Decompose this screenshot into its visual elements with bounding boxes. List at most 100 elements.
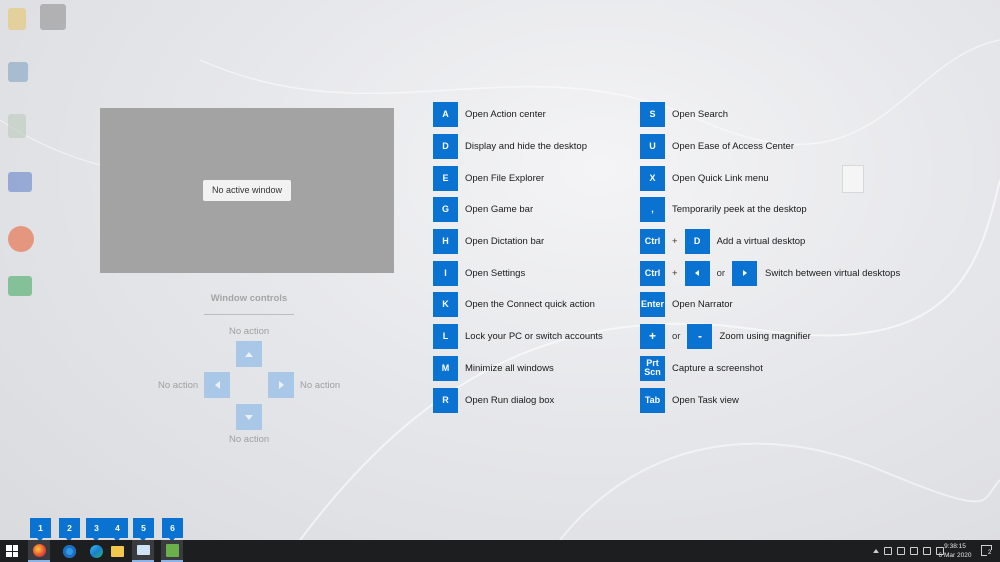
taskbar-badge-2: 2 bbox=[59, 518, 80, 542]
arrow-up-icon bbox=[245, 351, 253, 357]
taskbar-badge-3: 3 bbox=[86, 518, 107, 542]
shortcut-desc: Open the Connect quick action bbox=[465, 299, 595, 311]
arrow-left-icon bbox=[695, 270, 700, 277]
window-controls-divider bbox=[204, 314, 294, 315]
no-active-window-label: No active window bbox=[203, 180, 291, 201]
arrow-left-icon bbox=[214, 381, 220, 389]
shortcut-desc: Zoom using magnifier bbox=[719, 331, 811, 343]
display-icon[interactable] bbox=[922, 547, 931, 555]
right-arrow-key bbox=[732, 260, 758, 286]
shortcut-key: , bbox=[640, 197, 665, 223]
shortcut-desc: Open Quick Link menu bbox=[672, 172, 769, 184]
shortcut-desc: Capture a screenshot bbox=[672, 362, 763, 374]
taskbar-badge-6: 6 bbox=[162, 518, 183, 542]
desktop-file-icon bbox=[842, 165, 864, 193]
shortcut-desc: Open File Explorer bbox=[465, 172, 545, 184]
shortcut-desc: Open Settings bbox=[465, 267, 526, 279]
left-arrow-key bbox=[684, 260, 710, 286]
arrow-right-icon bbox=[742, 270, 747, 277]
spreadsheet-icon bbox=[8, 276, 32, 296]
shortcut-key: R bbox=[433, 387, 458, 413]
shortcut-row-add-desktop: Ctrl + D Add a virtual desktop bbox=[640, 226, 900, 258]
window-control-left-label: No action bbox=[158, 380, 199, 391]
shortcut-row-peek: , Temporarily peek at the desktop bbox=[640, 194, 900, 226]
desktop-icons bbox=[4, 4, 74, 304]
volume-icon[interactable] bbox=[935, 547, 944, 555]
taskbar-app-internet-explorer[interactable] bbox=[58, 540, 80, 562]
shortcut-key: M bbox=[433, 355, 458, 381]
firefox-desktop-icon bbox=[8, 226, 34, 252]
file-explorer-icon bbox=[110, 545, 124, 557]
shortcut-desc: Switch between virtual desktops bbox=[765, 267, 901, 279]
recycle-bin-icon bbox=[8, 62, 28, 82]
internet-explorer-icon bbox=[62, 544, 76, 558]
shortcut-row: A Open Action center bbox=[433, 99, 603, 131]
clock-date: 6 Mar 2020 bbox=[938, 552, 972, 559]
shortcut-row: I Open Settings bbox=[433, 257, 603, 289]
taskbar-app-mail[interactable] bbox=[132, 540, 154, 562]
usb-icon[interactable] bbox=[896, 547, 905, 555]
window-control-down-button[interactable] bbox=[236, 404, 262, 430]
windows-logo-pane bbox=[6, 551, 12, 557]
clock-time: 9:38:15 bbox=[944, 543, 966, 550]
shortcut-desc: Open Task view bbox=[672, 394, 739, 406]
window-preview: No active window bbox=[100, 108, 394, 273]
desktop-shortcut-icon bbox=[40, 4, 66, 30]
shortcut-key: Ctrl bbox=[640, 260, 665, 286]
taskbar-clock[interactable]: 9:38:15 6 Mar 2020 bbox=[938, 542, 972, 560]
shortcut-key: G bbox=[433, 197, 458, 223]
window-control-right-button[interactable] bbox=[268, 372, 294, 398]
shortcut-row-screenshot: Prt Scn Capture a screenshot bbox=[640, 353, 900, 385]
shortcut-desc: Open Search bbox=[672, 109, 728, 121]
chevron-up-icon[interactable] bbox=[872, 549, 879, 553]
system-tray bbox=[870, 540, 946, 562]
prtscn-key-line1: Prt bbox=[646, 358, 659, 369]
arrow-right-icon bbox=[278, 381, 284, 389]
shortcut-row-zoom: + or - Zoom using magnifier bbox=[640, 321, 900, 353]
shortcut-key: X bbox=[640, 165, 665, 191]
window-control-up-button[interactable] bbox=[236, 341, 262, 367]
app-icon bbox=[165, 543, 179, 557]
taskbar-badge-4: 4 bbox=[107, 518, 128, 542]
shortcut-key: Enter bbox=[640, 292, 665, 318]
network-icon[interactable] bbox=[883, 547, 892, 555]
taskbar-badge-5: 5 bbox=[133, 518, 154, 542]
firefox-icon bbox=[32, 543, 46, 557]
plus-sign: + bbox=[672, 267, 678, 279]
shortcut-desc: Temporarily peek at the desktop bbox=[672, 204, 807, 216]
or-label: or bbox=[672, 331, 681, 343]
shortcut-desc: Open Action center bbox=[465, 109, 546, 121]
taskbar-app-file-explorer[interactable] bbox=[106, 540, 128, 562]
notification-count: 2 bbox=[987, 550, 993, 556]
shortcut-desc: Open Run dialog box bbox=[465, 394, 555, 406]
minus-key: - bbox=[687, 324, 713, 350]
shortcut-row-quick-link: X Open Quick Link menu bbox=[640, 162, 900, 194]
start-button[interactable] bbox=[6, 545, 18, 557]
or-label: or bbox=[716, 267, 726, 279]
folder-icon bbox=[8, 8, 26, 30]
shortcut-key: Ctrl bbox=[640, 229, 665, 255]
window-control-left-button[interactable] bbox=[204, 372, 230, 398]
taskbar-app-edge[interactable] bbox=[85, 540, 107, 562]
taskbar-app-other[interactable] bbox=[161, 540, 183, 562]
shortcut-key: I bbox=[433, 260, 458, 286]
shortcut-key: K bbox=[433, 292, 458, 318]
shortcut-desc: Minimize all windows bbox=[465, 362, 554, 374]
taskbar-app-firefox[interactable] bbox=[28, 540, 50, 562]
mail-icon bbox=[136, 545, 150, 555]
arrow-down-icon bbox=[245, 414, 253, 420]
windows-logo-pane bbox=[12, 545, 18, 551]
shortcut-desc: Add a virtual desktop bbox=[716, 236, 806, 248]
shortcut-row: K Open the Connect quick action bbox=[433, 289, 603, 321]
shortcut-desc: Open Narrator bbox=[672, 299, 733, 311]
battery-icon[interactable] bbox=[909, 547, 918, 555]
windows-logo-pane bbox=[6, 545, 12, 551]
shortcut-key: A bbox=[433, 102, 458, 128]
shortcut-desc: Open Ease of Access Center bbox=[672, 141, 794, 153]
